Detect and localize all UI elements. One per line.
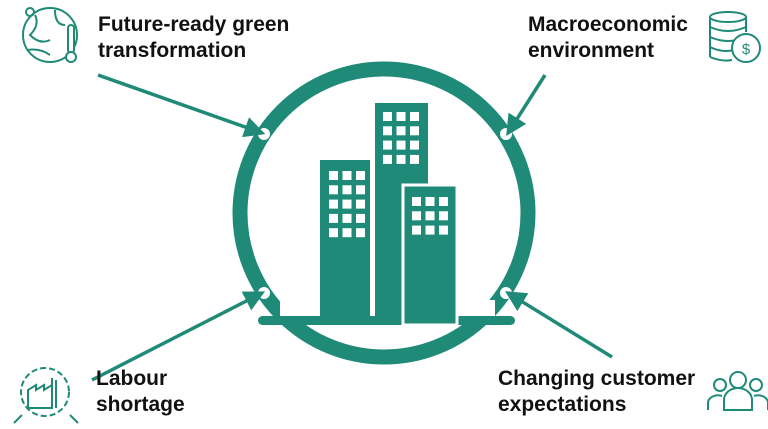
window	[329, 171, 338, 180]
window	[439, 197, 448, 206]
connector-arrows	[91, 73, 613, 382]
label-line: shortage	[96, 393, 185, 416]
window	[383, 154, 392, 164]
people-group-icon	[707, 371, 768, 411]
window	[342, 185, 352, 195]
factor-customer-label: Changing customer expectations	[498, 366, 695, 418]
label-line: transformation	[98, 39, 247, 62]
coins-dollar-icon: $	[709, 11, 761, 63]
label-line: expectations	[498, 393, 627, 416]
buildings-icon	[258, 103, 515, 327]
window	[383, 126, 392, 136]
window	[342, 199, 352, 209]
window	[425, 225, 435, 235]
window	[329, 213, 338, 223]
window	[410, 112, 419, 121]
window	[356, 199, 365, 209]
factor-labour-label: Labour shortage	[96, 366, 185, 418]
window	[425, 211, 435, 221]
arrow-customer	[505, 291, 613, 359]
factory-gear-icon	[13, 367, 79, 424]
window	[412, 225, 421, 235]
window	[356, 185, 365, 195]
factor-green-label: Future-ready green transformation	[98, 12, 289, 64]
window	[425, 197, 435, 206]
label-line: environment	[528, 39, 655, 62]
label-line: Labour	[96, 367, 168, 390]
arrow-macro	[506, 74, 547, 136]
window	[396, 126, 406, 136]
window	[396, 112, 406, 121]
window	[410, 140, 419, 150]
window	[439, 211, 448, 221]
window	[410, 154, 419, 164]
window	[342, 228, 352, 238]
window	[329, 185, 338, 195]
arrow-green	[97, 73, 266, 138]
window	[412, 211, 421, 221]
window	[342, 171, 352, 180]
building-windows	[329, 112, 448, 238]
globe-thermometer-icon	[22, 7, 78, 63]
arrow-labour	[91, 291, 266, 382]
label-line: Macroeconomic	[528, 13, 688, 36]
svg-text:$: $	[742, 41, 751, 58]
window	[383, 140, 392, 150]
window	[412, 197, 421, 206]
central-ring	[232, 61, 536, 365]
window	[396, 140, 406, 150]
label-line: Changing customer	[498, 367, 696, 390]
window	[329, 199, 338, 209]
window	[383, 112, 392, 121]
window	[439, 225, 448, 235]
window	[396, 154, 406, 164]
label-line: Future-ready green	[98, 13, 290, 36]
window	[410, 126, 419, 136]
window	[342, 213, 352, 223]
window	[356, 171, 365, 180]
window	[356, 228, 365, 238]
factor-macro-label: Macroeconomic environment	[528, 12, 688, 64]
window	[356, 213, 365, 223]
window	[329, 228, 338, 238]
